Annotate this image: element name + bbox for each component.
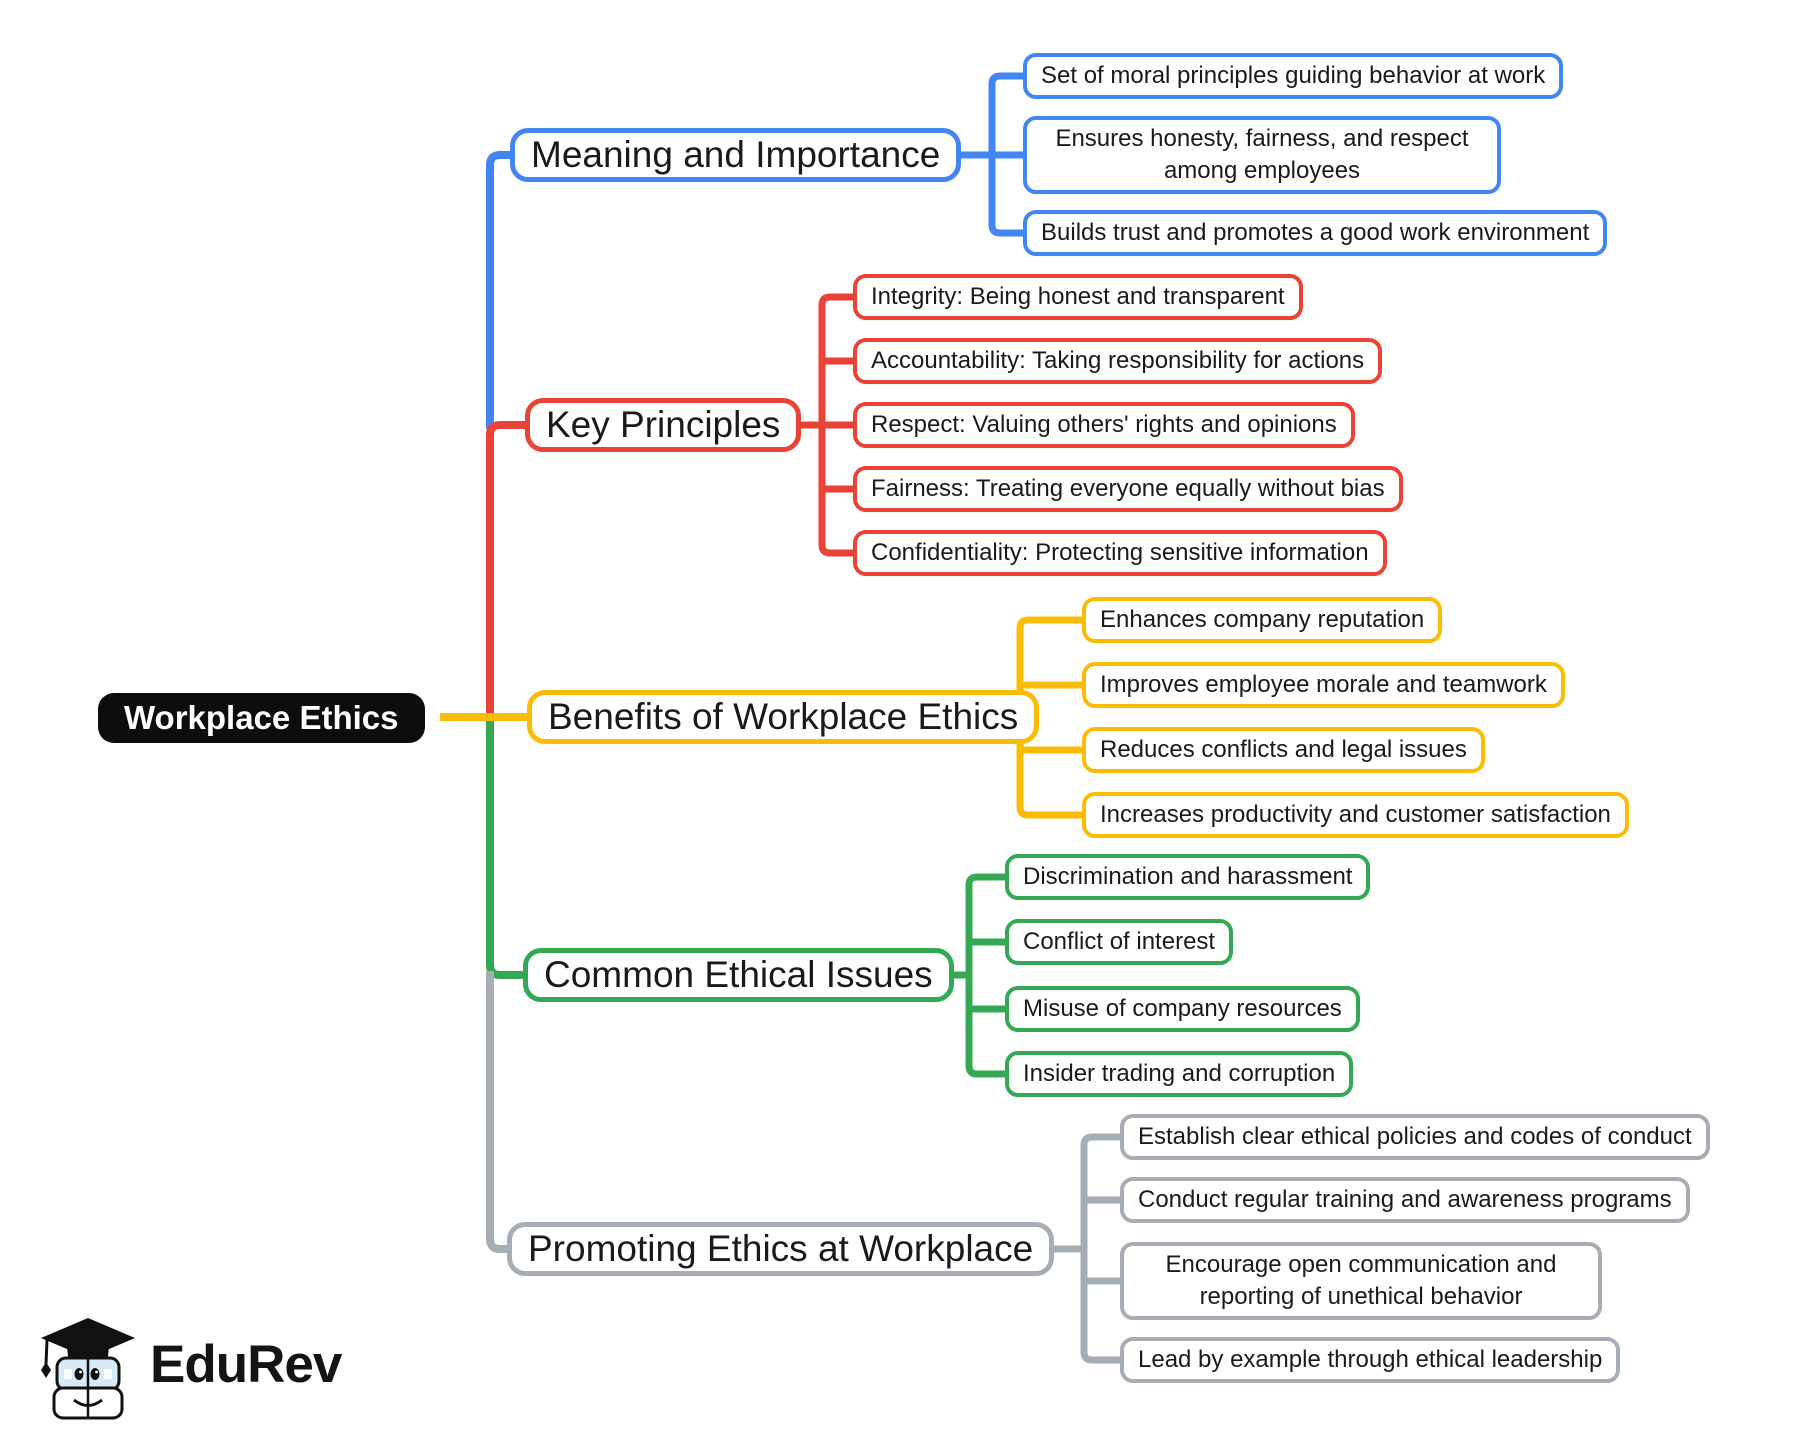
trunk-meaning — [486, 151, 522, 429]
leaf-moral-principles: Set of moral principles guiding behavior… — [1023, 53, 1564, 99]
topic-key-principles: Key Principles — [525, 398, 802, 452]
leaf-reduces-conflicts: Reduces conflicts and legal issues — [1082, 727, 1485, 773]
leaf-enhances-reputation: Enhances company reputation — [1082, 597, 1443, 643]
leaf-conduct-training: Conduct regular training and awareness p… — [1120, 1177, 1690, 1223]
topic-promoting-ethics-at-workplace: Promoting Ethics at Workplace — [507, 1222, 1055, 1276]
leaf-ensures-honesty: Ensures honesty, fairness, and respect a… — [1023, 116, 1501, 194]
leaf-establish-policies: Establish clear ethical policies and cod… — [1120, 1114, 1710, 1160]
trunk-promoting — [486, 971, 519, 1253]
topic-common-ethical-issues: Common Ethical Issues — [523, 948, 954, 1002]
trunk-key-principles — [486, 421, 537, 717]
leaf-misuse-resources: Misuse of company resources — [1005, 986, 1360, 1032]
leaf-discrimination: Discrimination and harassment — [1005, 854, 1371, 900]
leaf-improves-morale: Improves employee morale and teamwork — [1082, 662, 1565, 708]
trunk-common-issues — [486, 717, 535, 979]
leaf-increases-productivity: Increases productivity and customer sati… — [1082, 792, 1629, 838]
leaf-fairness: Fairness: Treating everyone equally with… — [853, 466, 1403, 512]
leaf-lead-by-example: Lead by example through ethical leadersh… — [1120, 1337, 1621, 1383]
leaf-encourage-communication: Encourage open communication and reporti… — [1120, 1242, 1602, 1320]
wire-common-span — [965, 873, 1012, 1078]
root-node-workplace-ethics: Workplace Ethics — [98, 693, 425, 743]
leaf-integrity: Integrity: Being honest and transparent — [853, 274, 1303, 320]
wire-promoting-span — [1080, 1133, 1128, 1364]
edurev-logo: EduRev — [38, 1312, 342, 1422]
topic-benefits-of-workplace-ethics: Benefits of Workplace Ethics — [527, 690, 1040, 744]
leaf-insider-trading: Insider trading and corruption — [1005, 1051, 1354, 1097]
leaf-accountability: Accountability: Taking responsibility fo… — [853, 338, 1383, 384]
topic-meaning-and-importance: Meaning and Importance — [510, 128, 962, 182]
leaf-confidentiality: Confidentiality: Protecting sensitive in… — [853, 530, 1387, 576]
leaf-conflict-of-interest: Conflict of interest — [1005, 919, 1234, 965]
edurev-mascot-icon — [41, 1318, 135, 1420]
leaf-respect: Respect: Valuing others' rights and opin… — [853, 402, 1355, 448]
leaf-builds-trust: Builds trust and promotes a good work en… — [1023, 210, 1608, 256]
edurev-wordmark: EduRev — [150, 1335, 342, 1394]
